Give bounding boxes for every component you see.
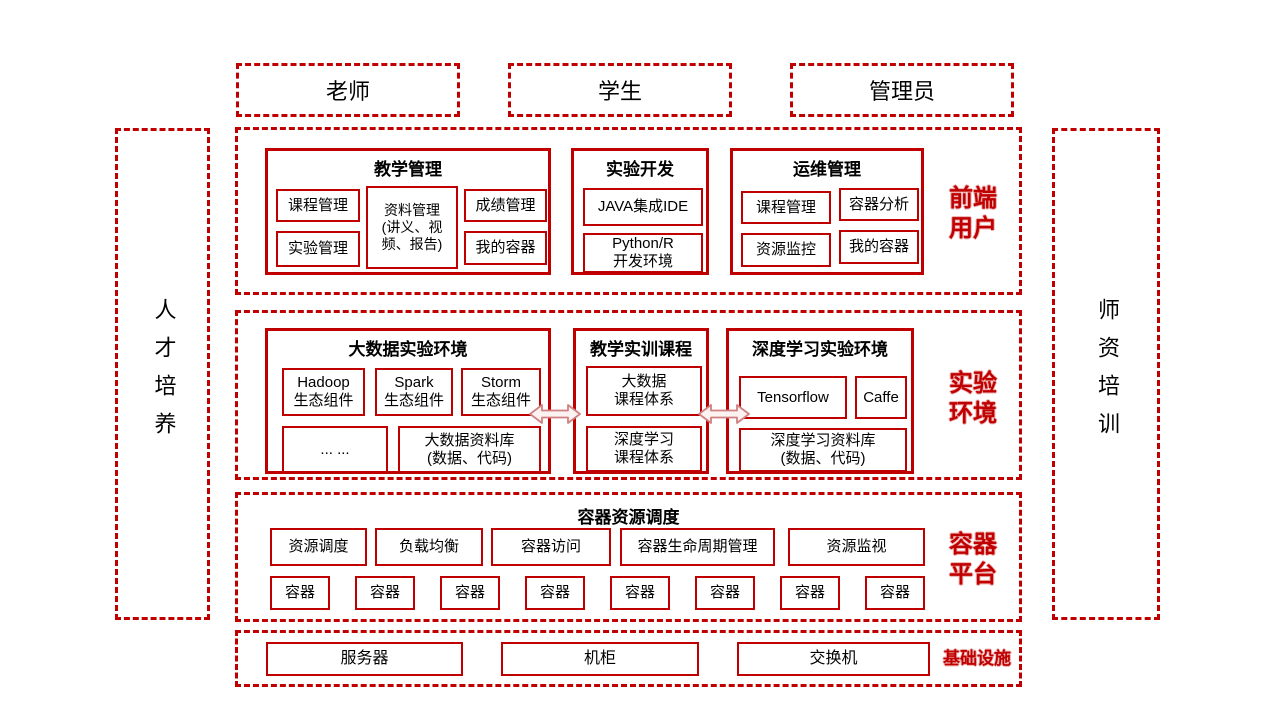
layer-frontend-users: 教学管理 课程管理 实验管理 资料管理 (讲义、视 频、报告) 成绩管理 我的容… (235, 127, 1022, 295)
box-deep-learning-repo: 深度学习资料库 (数据、代码) (739, 428, 907, 472)
actor-box-admin: 管理员 (790, 63, 1014, 117)
container-box: 容器 (355, 576, 415, 610)
group-training-courses: 教学实训课程 大数据 课程体系 深度学习 课程体系 (573, 328, 709, 474)
container-box: 容器 (440, 576, 500, 610)
box-lifecycle-mgmt: 容器生命周期管理 (620, 528, 775, 566)
box-grade-mgmt: 成绩管理 (464, 189, 547, 222)
group-teaching-mgmt: 教学管理 课程管理 实验管理 资料管理 (讲义、视 频、报告) 成绩管理 我的容… (265, 148, 551, 275)
teacher-training-label: 师资培训 (1095, 298, 1120, 450)
box-course-mgmt: 课程管理 (276, 189, 360, 222)
experiment-dev-title: 实验开发 (606, 160, 674, 179)
container-box: 容器 (525, 576, 585, 610)
actor-student-label: 学生 (597, 79, 642, 104)
box-storm: Storm 生态组件 (461, 368, 541, 416)
box-load-balancing: 负载均衡 (375, 528, 483, 566)
group-ops-mgmt: 运维管理 课程管理 容器分析 资源监控 我的容器 (730, 148, 924, 275)
container-box: 容器 (270, 576, 330, 610)
container-box: 容器 (780, 576, 840, 610)
actor-box-teacher: 老师 (236, 63, 460, 117)
layer-lab-environment: 大数据实验环境 Hadoop 生态组件 Spark 生态组件 Storm 生态组… (235, 310, 1022, 480)
bigdata-lab-title: 大数据实验环境 (348, 340, 468, 359)
box-java-ide: JAVA集成IDE (583, 188, 703, 226)
group-deep-learning-lab: 深度学习实验环境 Tensorflow Caffe 深度学习资料库 (数据、代码… (726, 328, 914, 474)
box-server: 服务器 (266, 642, 463, 676)
box-resource-monitor: 资源监控 (741, 233, 831, 267)
box-bigdata-course-system: 大数据 课程体系 (586, 366, 702, 416)
talent-cultivation-label: 人才培养 (151, 298, 177, 450)
lab-environment-label: 实验 环境 (949, 370, 997, 427)
box-resource-scheduling: 资源调度 (270, 528, 367, 566)
box-experiment-mgmt: 实验管理 (276, 231, 360, 267)
group-experiment-dev: 实验开发 JAVA集成IDE Python/R 开发环境 (571, 148, 709, 275)
box-material-mgmt: 资料管理 (讲义、视 频、报告) (366, 186, 458, 269)
box-spark: Spark 生态组件 (375, 368, 453, 416)
box-python-r-env: Python/R 开发环境 (583, 233, 703, 273)
container-scheduling-title: 容器资源调度 (577, 508, 680, 527)
box-ellipsis: ... ... (282, 426, 388, 473)
actor-box-student: 学生 (508, 63, 732, 117)
layer-container-platform: 容器资源调度 资源调度 负载均衡 容器访问 容器生命周期管理 资源监视 容器 容… (235, 492, 1022, 622)
container-platform-label: 容器 平台 (949, 531, 997, 588)
actor-admin-label: 管理员 (868, 79, 935, 104)
box-resource-monitoring: 资源监视 (788, 528, 925, 566)
box-my-container-ops: 我的容器 (839, 230, 919, 264)
container-box: 容器 (695, 576, 755, 610)
box-rack: 机柜 (501, 642, 699, 676)
box-bigdata-repo: 大数据资料库 (数据、代码) (398, 426, 541, 473)
box-caffe: Caffe (855, 376, 907, 419)
box-container-analysis: 容器分析 (839, 188, 919, 221)
double-arrow-icon (698, 404, 750, 424)
box-deep-learning-course-system: 深度学习 课程体系 (586, 426, 702, 472)
box-switch: 交换机 (737, 642, 930, 676)
deep-learning-lab-title: 深度学习实验环境 (752, 340, 888, 359)
group-bigdata-lab: 大数据实验环境 Hadoop 生态组件 Spark 生态组件 Storm 生态组… (265, 328, 551, 474)
training-courses-title: 教学实训课程 (590, 340, 692, 359)
layer-infrastructure: 服务器 机柜 交换机 基础设施 (235, 630, 1022, 687)
teacher-training-panel: 师资培训 (1052, 128, 1160, 620)
infrastructure-label: 基础设施 (943, 649, 1011, 668)
box-container-access: 容器访问 (491, 528, 611, 566)
talent-cultivation-panel: 人才培养 (115, 128, 210, 620)
container-box: 容器 (865, 576, 925, 610)
ops-mgmt-title: 运维管理 (793, 160, 861, 179)
box-course-mgmt-ops: 课程管理 (741, 191, 831, 224)
teaching-mgmt-title: 教学管理 (374, 160, 442, 179)
box-my-container: 我的容器 (464, 231, 547, 265)
double-arrow-icon (529, 404, 581, 424)
container-box: 容器 (610, 576, 670, 610)
frontend-users-label: 前端 用户 (949, 185, 997, 242)
actor-teacher-label: 老师 (325, 79, 370, 104)
box-hadoop: Hadoop 生态组件 (282, 368, 365, 416)
box-tensorflow: Tensorflow (739, 376, 847, 419)
